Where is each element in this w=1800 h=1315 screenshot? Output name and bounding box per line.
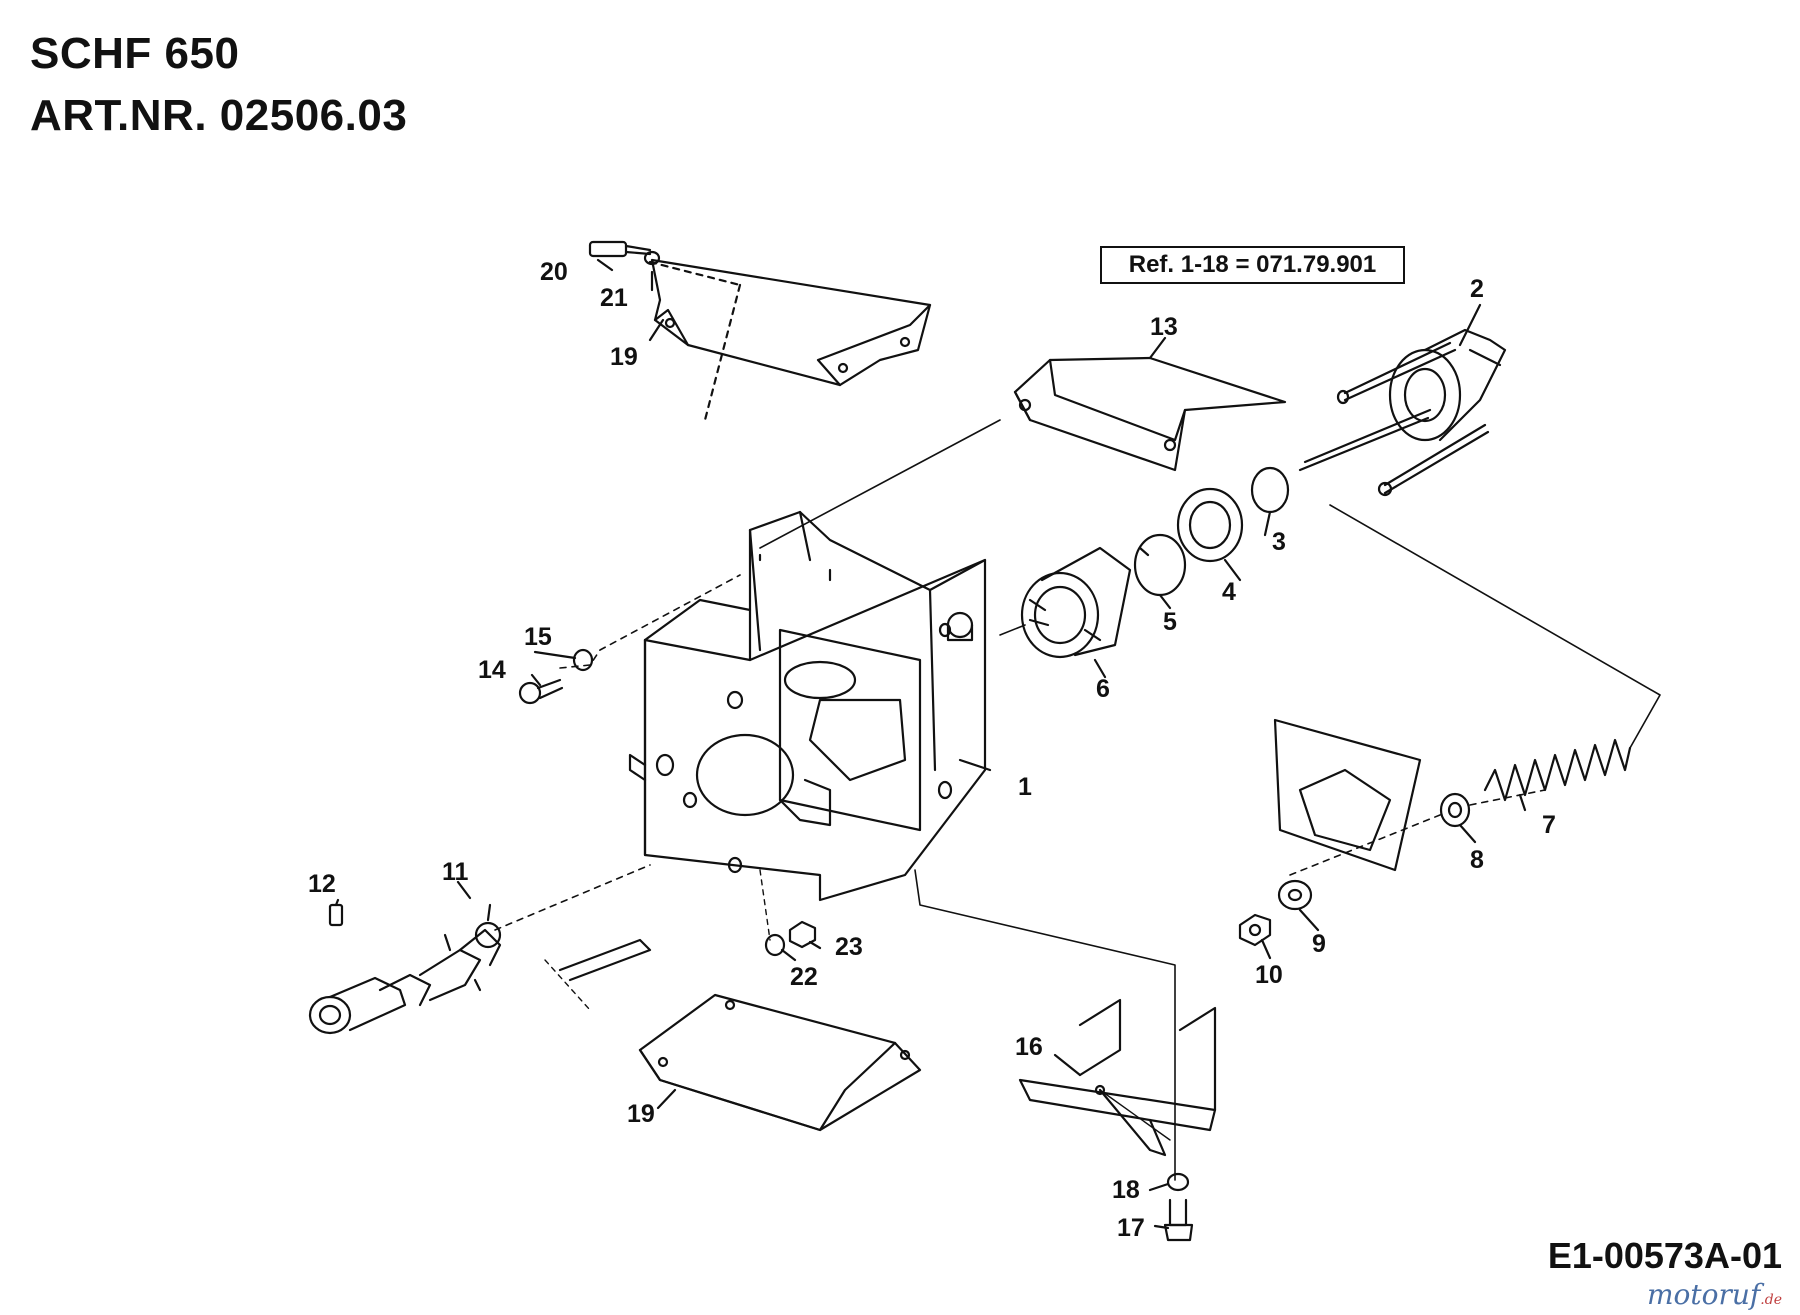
shaft-assembly (1298, 328, 1507, 497)
callout-16: 16 (1015, 1033, 1043, 1061)
callout-18: 18 (1112, 1176, 1140, 1204)
callout-5: 5 (1163, 608, 1177, 636)
callout-10: 10 (1255, 961, 1283, 989)
callout-6: 6 (1096, 675, 1110, 703)
callout-9: 9 (1312, 930, 1326, 958)
callout-7: 7 (1542, 811, 1556, 839)
callout-labels: 1 2 3 4 5 6 7 8 9 10 11 12 13 14 15 16 1… (308, 258, 1556, 1242)
callout-17: 17 (1117, 1214, 1145, 1242)
callout-15: 15 (524, 623, 552, 651)
washer-18 (1166, 1172, 1190, 1192)
callout-19-top: 19 (610, 343, 638, 371)
washer-15 (572, 648, 594, 672)
universal-joint-shaft (308, 903, 502, 1035)
watermark-tld: .de (1760, 1292, 1782, 1308)
callout-21: 21 (600, 284, 628, 312)
bolt-14 (518, 678, 564, 705)
callout-8: 8 (1470, 846, 1484, 874)
callout-19-bottom: 19 (627, 1100, 655, 1128)
bearing-sleeve (1020, 546, 1132, 659)
callout-4: 4 (1222, 578, 1236, 606)
washer-8 (1439, 792, 1471, 828)
callout-2: 2 (1470, 275, 1484, 303)
callout-3: 3 (1272, 528, 1286, 556)
callout-11: 11 (442, 858, 469, 886)
callout-20: 20 (540, 258, 568, 286)
callout-1: 1 (1018, 773, 1032, 801)
compression-spring (1483, 738, 1632, 802)
callout-22: 22 (790, 963, 818, 991)
callout-14: 14 (478, 656, 506, 684)
retaining-ring-5 (1133, 533, 1187, 597)
mounting-bracket (1018, 998, 1217, 1157)
ball-bearing (1176, 487, 1244, 563)
watermark-logo: motoruf.de (1647, 1278, 1782, 1311)
top-cover-plate (650, 258, 932, 387)
top-bolt (588, 240, 661, 266)
shaft-stub (544, 938, 652, 1011)
callout-23: 23 (835, 933, 863, 961)
retaining-ring-3 (1250, 466, 1290, 514)
bottom-cover-plate (638, 993, 922, 1132)
document-id: E1-00573A-01 (1547, 1235, 1782, 1276)
callout-13: 13 (1150, 313, 1178, 341)
washer-9 (1277, 879, 1313, 911)
set-screw-12 (328, 903, 344, 927)
watermark-name: motoruf (1646, 1278, 1761, 1311)
side-cover-13 (1013, 356, 1287, 472)
main-housing (628, 510, 987, 902)
model-title: SCHF 650 (30, 29, 240, 78)
bolt-17 (1163, 1198, 1194, 1242)
gasket-plate (1273, 718, 1422, 872)
nut-10 (1238, 913, 1272, 947)
nut-23 (788, 920, 817, 949)
nut-22 (764, 933, 786, 957)
article-number: ART.NR. 02506.03 (30, 91, 408, 140)
callout-12: 12 (308, 870, 336, 898)
reference-box: Ref. 1-18 = 071.79.901 (1100, 246, 1405, 284)
